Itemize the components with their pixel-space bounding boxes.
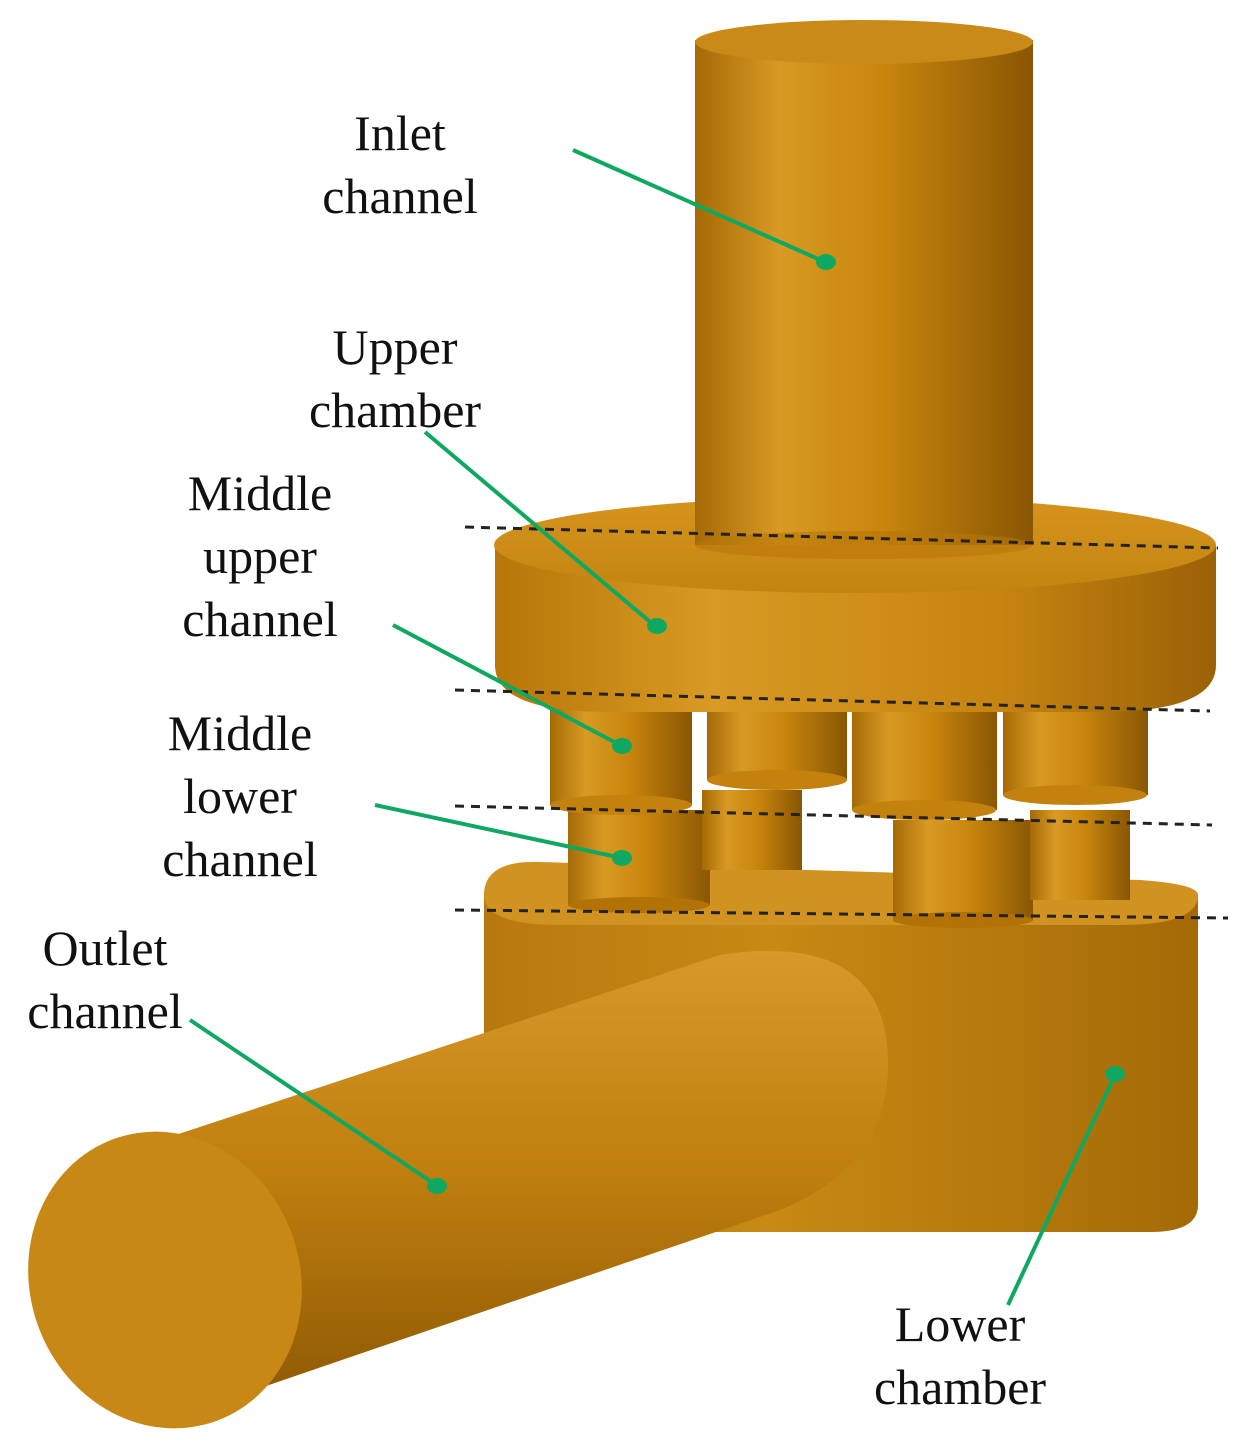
label-outlet-channel: Outlet channel <box>0 917 210 1043</box>
label-lower-chamber: Lower chamber <box>845 1293 1075 1419</box>
outlet-channel <box>28 950 889 1429</box>
label-middle-lower-channel: Middle lower channel <box>125 702 355 891</box>
label-middle-lower-line1: Middle <box>167 705 313 761</box>
label-middle-upper-line2: upper <box>203 528 317 584</box>
dashed-guide-lines <box>454 525 1229 920</box>
label-inlet-line2: channel <box>322 168 478 224</box>
label-middle-lower-line3: channel <box>162 831 318 887</box>
label-inlet-line1: Inlet <box>354 105 446 161</box>
label-upper-chamber: Upper chamber <box>280 316 510 442</box>
label-lower-line1: Lower <box>894 1296 1026 1352</box>
label-middle-lower-line2: lower <box>183 768 297 824</box>
label-upper-line2: chamber <box>308 382 482 438</box>
label-middle-upper-line3: channel <box>182 591 338 647</box>
middle-upper-channels <box>550 695 1148 820</box>
label-lower-line2: chamber <box>873 1359 1047 1415</box>
label-inlet-channel: Inlet channel <box>290 102 510 228</box>
label-middle-upper-line1: Middle <box>187 465 333 521</box>
leader-lines <box>188 148 1125 1306</box>
label-outlet-line1: Outlet <box>42 920 168 976</box>
middle-lower-channels <box>568 790 1130 928</box>
label-outlet-line2: channel <box>27 983 183 1039</box>
label-middle-upper-channel: Middle upper channel <box>140 462 380 651</box>
label-upper-line1: Upper <box>332 319 458 375</box>
inlet-channel <box>695 20 1033 559</box>
